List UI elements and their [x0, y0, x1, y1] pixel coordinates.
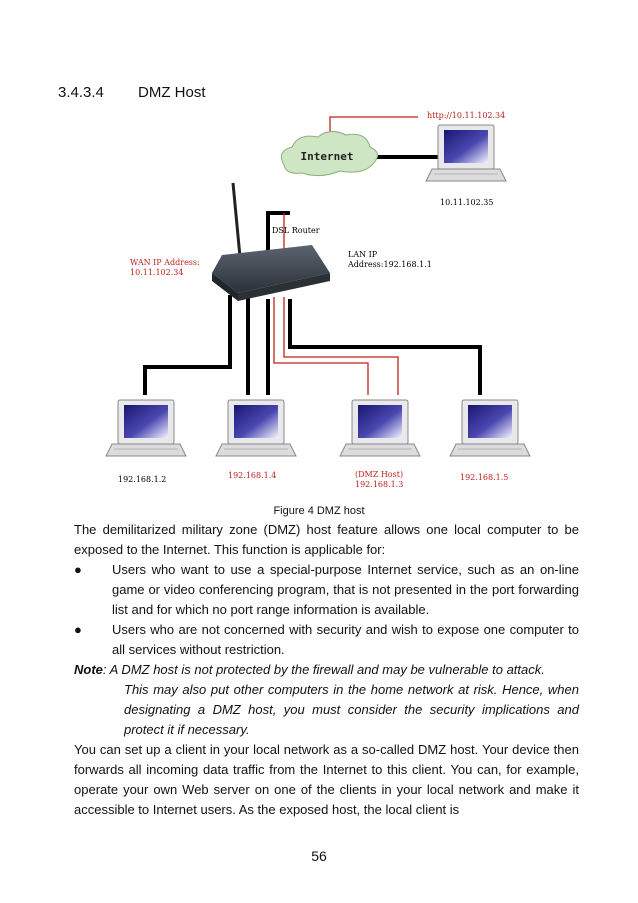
- intro-paragraph: The demilitarized military zone (DMZ) ho…: [74, 522, 579, 557]
- note-first-line: : A DMZ host is not protected by the fir…: [102, 662, 545, 677]
- pc4-ip: 192.168.1.5: [460, 473, 508, 482]
- pc3-tag: (DMZ Host): [355, 470, 403, 479]
- bullet-icon: ●: [74, 622, 82, 637]
- section-title: DMZ Host: [138, 84, 206, 101]
- lan-label-line2: Address:192.168.1.1: [347, 260, 432, 269]
- note: Note: A DMZ host is not protected by the…: [74, 660, 579, 740]
- lan-cables: [143, 155, 482, 395]
- bullet-item: ● Users who are not concerned with secur…: [74, 620, 579, 660]
- note-label: Note: [74, 662, 103, 677]
- bullet-text: Users who want to use a special-purpose …: [112, 562, 579, 617]
- pc3-laptop-icon: [339, 399, 421, 457]
- pc2-laptop-icon: [215, 399, 297, 457]
- internet-cloud-icon: Internet: [280, 131, 378, 177]
- section-heading: 3.4.3.4 DMZ Host: [58, 84, 206, 101]
- figure-caption: Figure 4 DMZ host: [273, 505, 365, 517]
- dmz-network-diagram: Internet http://10.11.102.34 10.11.102.3…: [105, 111, 531, 489]
- bullet-item: ● Users who want to use a special-purpos…: [74, 560, 579, 620]
- lan-label-line1: LAN IP: [348, 250, 378, 259]
- closing-paragraph: You can set up a client in your local ne…: [74, 742, 579, 817]
- remote-url: http://10.11.102.34: [427, 111, 505, 120]
- internet-label: Internet: [301, 150, 354, 163]
- pc1-ip: 192.168.1.2: [118, 475, 166, 484]
- router-label: DSL Router: [272, 226, 320, 235]
- note-continuation: This may also put other computers in the…: [124, 682, 579, 737]
- bullet-icon: ●: [74, 562, 82, 577]
- wan-label-line2: 10.11.102.34: [130, 268, 183, 277]
- bullet-text: Users who are not concerned with securit…: [112, 622, 579, 657]
- body-text: The demilitarized military zone (DMZ) ho…: [74, 520, 579, 820]
- remote-ip: 10.11.102.35: [440, 198, 493, 207]
- pc4-laptop-icon: [449, 399, 531, 457]
- pc2-ip: 192.168.1.4: [228, 471, 276, 480]
- router-icon: [212, 182, 330, 301]
- page-number: 56: [311, 848, 327, 864]
- section-number: 3.4.3.4: [58, 84, 104, 101]
- remote-laptop-icon: [425, 124, 507, 182]
- pc1-laptop-icon: [105, 399, 187, 457]
- wan-label-line1: WAN IP Address:: [130, 258, 200, 267]
- pc3-ip: 192.168.1.3: [355, 480, 403, 489]
